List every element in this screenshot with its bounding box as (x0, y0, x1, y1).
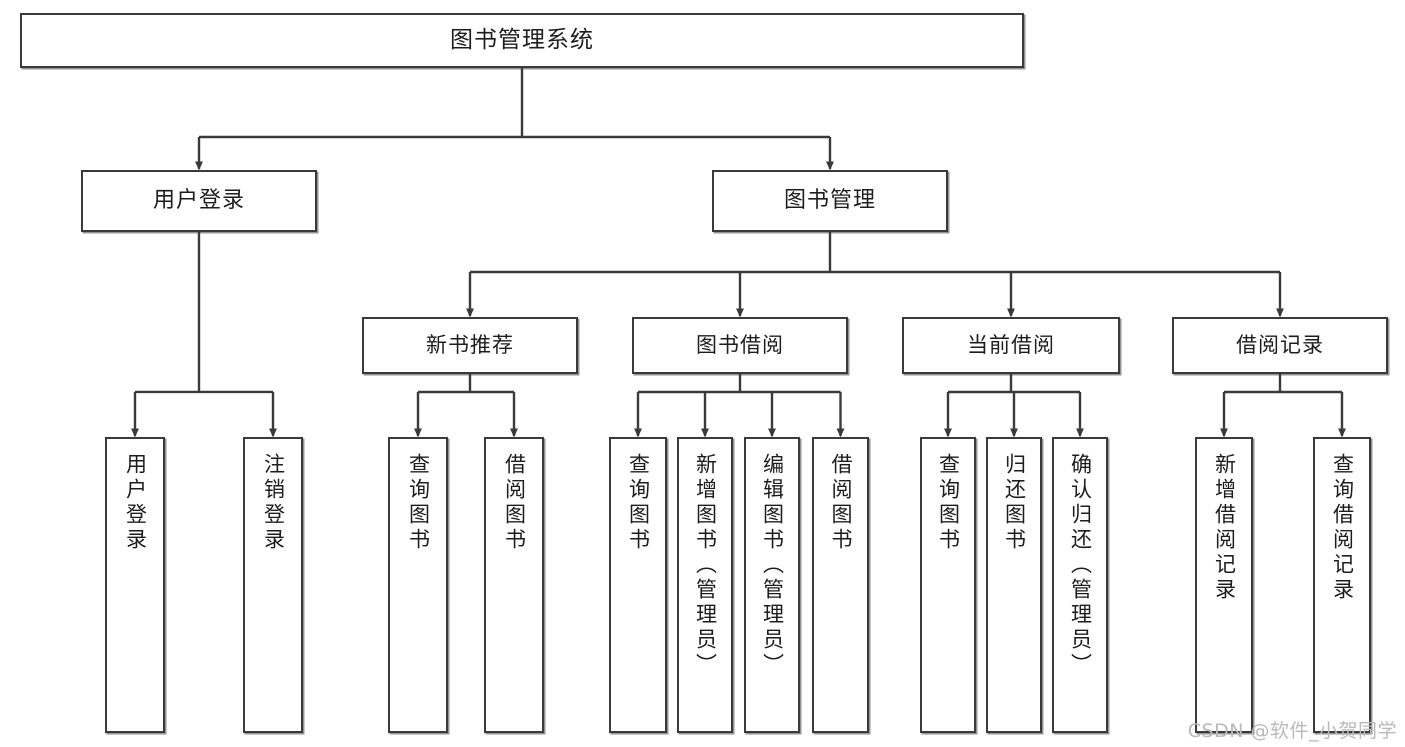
node-leaf4[interactable]: 借阅图书 (484, 437, 544, 733)
node-leaf1[interactable]: 用户登录 (105, 437, 165, 733)
node-leaf10[interactable]: 归还图书 (986, 437, 1042, 733)
node-label: 用户登录 (152, 188, 245, 214)
node-bookmgmt[interactable]: 图书管理 (712, 170, 948, 232)
node-current[interactable]: 当前借阅 (902, 317, 1120, 374)
node-newbook[interactable]: 新书推荐 (362, 317, 578, 374)
node-label: 当前借阅 (967, 333, 1055, 358)
node-label: 用户登录 (123, 453, 148, 553)
node-label: 新增图书（管理员） (693, 453, 718, 678)
node-label: 借阅图书 (502, 453, 527, 553)
node-label: 编辑图书（管理员） (760, 453, 785, 678)
node-label: 借阅记录 (1236, 333, 1324, 358)
node-label: 查询图书 (626, 453, 651, 553)
node-records[interactable]: 借阅记录 (1172, 317, 1388, 374)
node-label: 注销登录 (261, 453, 286, 553)
node-leaf6[interactable]: 新增图书（管理员） (677, 437, 733, 733)
node-root[interactable]: 图书管理系统 (20, 13, 1024, 68)
node-label: 借阅图书 (829, 453, 853, 553)
node-leaf3[interactable]: 查询图书 (388, 437, 448, 733)
node-leaf11[interactable]: 确认归还（管理员） (1052, 437, 1108, 733)
node-label: 图书借阅 (696, 333, 784, 358)
node-leaf5[interactable]: 查询图书 (609, 437, 667, 733)
node-label: 查询借阅记录 (1330, 453, 1355, 603)
node-leaf8[interactable]: 借阅图书 (812, 437, 869, 733)
node-label: 查询图书 (936, 453, 961, 553)
node-leaf7[interactable]: 编辑图书（管理员） (744, 437, 800, 733)
watermark: CSDN @软件_小贺同学 (1187, 720, 1397, 742)
node-login[interactable]: 用户登录 (81, 170, 317, 232)
node-label: 归还图书 (1002, 453, 1027, 553)
node-label: 查询图书 (406, 453, 431, 553)
node-leaf12[interactable]: 新增借阅记录 (1195, 437, 1253, 733)
node-leaf9[interactable]: 查询图书 (920, 437, 976, 733)
node-leaf2[interactable]: 注销登录 (243, 437, 303, 733)
node-leaf13[interactable]: 查询借阅记录 (1313, 437, 1371, 733)
node-borrow[interactable]: 图书借阅 (632, 317, 848, 374)
node-label: 新增借阅记录 (1212, 453, 1237, 603)
node-label: 图书管理系统 (450, 27, 594, 54)
node-label: 图书管理 (783, 188, 876, 214)
node-label: 新书推荐 (426, 333, 514, 358)
node-label: 确认归还（管理员） (1068, 453, 1093, 678)
